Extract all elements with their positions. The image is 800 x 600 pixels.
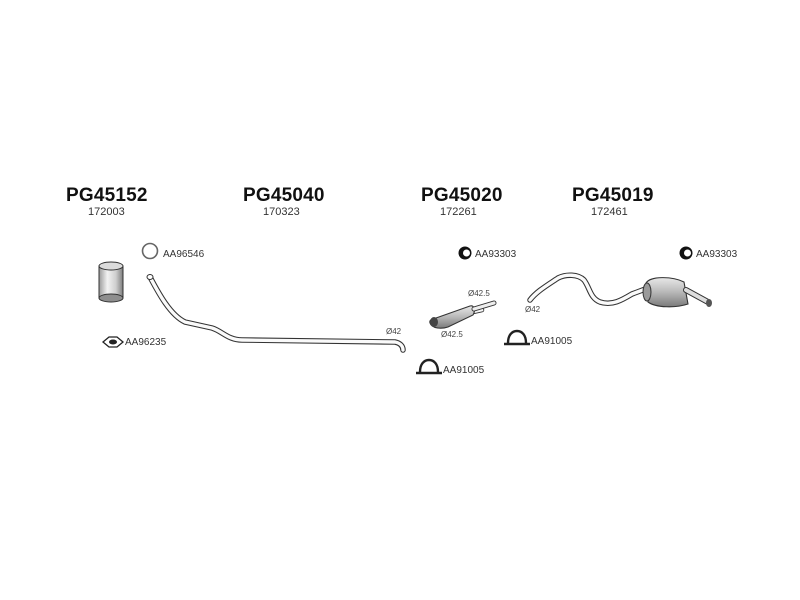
clamp-icon [416,358,442,375]
part-sub-170323: 170323 [263,206,300,218]
rubber-mount-icon-rear [679,246,693,260]
mount-ref-label-rear: AA93303 [696,249,738,260]
rear-silencer [527,272,712,308]
catalytic-converter [98,261,124,303]
sealing-ring-icon [141,242,159,260]
clamp-icon-rear [504,329,530,346]
clamp-ref-label: AA91005 [443,365,485,376]
mount-ref-label: AA93303 [475,249,517,260]
gasket-icon [101,336,125,348]
ring-ref-label: AA96546 [163,249,205,260]
rear-diameter-label: Ø42 [525,305,541,314]
middle-silencer [429,300,497,329]
part-code-pg45040: PG45040 [243,185,325,206]
part-code-pg45152: PG45152 [66,185,148,206]
mid-inlet-diameter-label: Ø42.5 [468,289,490,298]
rubber-mount-icon [458,246,472,260]
part-code-pg45019: PG45019 [572,185,654,206]
part-sub-172461: 172461 [591,206,628,218]
part-sub-172003: 172003 [88,206,125,218]
mid-outlet-diameter-label: Ø42.5 [441,330,463,339]
pipe-diameter-label: Ø42 [386,327,402,336]
front-pipe [146,274,406,353]
part-code-pg45020: PG45020 [421,185,503,206]
part-sub-172261: 172261 [440,206,477,218]
clamp-ref-label-rear: AA91005 [531,336,573,347]
gasket-ref-label: AA96235 [125,337,167,348]
